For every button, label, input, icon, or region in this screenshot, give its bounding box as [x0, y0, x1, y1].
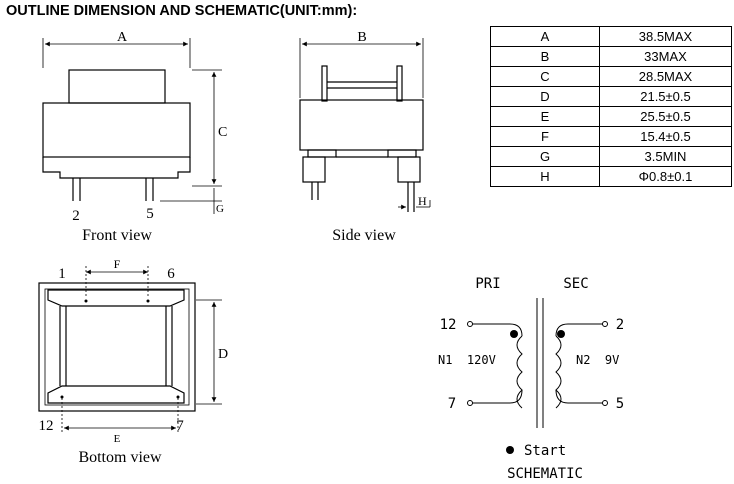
bottom-outer-frame: [38, 282, 196, 412]
side-bracket-left: [321, 65, 328, 102]
primary-pin-bottom-label: 7: [448, 396, 456, 412]
front-pin-label-right: 5: [146, 206, 154, 222]
dim-a-label: A: [117, 30, 128, 45]
side-base-right: [397, 156, 421, 183]
front-bobbin-top: [68, 69, 166, 104]
bottom-pin-7: [176, 395, 180, 399]
bottom-pin-1: [84, 299, 88, 303]
dim-g-label: G: [216, 203, 224, 215]
front-view: [42, 38, 222, 214]
secondary-terminal-bottom: [602, 400, 608, 406]
dim-d-label: D: [218, 347, 228, 362]
secondary-winding-label: N2 9V: [576, 353, 619, 367]
front-base: [42, 157, 191, 179]
dim-h-label: H: [418, 194, 427, 208]
dim-b-label: B: [357, 30, 366, 45]
start-legend-label: Start: [524, 443, 566, 459]
front-core: [42, 102, 191, 158]
secondary-pin-top-label: 2: [616, 317, 624, 333]
bottom-lower-band: [47, 385, 185, 404]
schematic-diagram: [467, 298, 608, 428]
dimension-value: 38.5MAX: [599, 26, 732, 47]
primary-label: PRI: [475, 276, 500, 292]
side-bracket-right: [396, 65, 403, 102]
primary-start-dot: [510, 330, 518, 338]
schematic-caption: SCHEMATIC: [507, 466, 583, 482]
bottom-top-band: [47, 289, 185, 307]
bottom-pin-label-7: 7: [176, 418, 184, 434]
bottom-view-caption: Bottom view: [78, 449, 162, 466]
secondary-label: SEC: [563, 276, 588, 292]
bottom-pin-label-1: 1: [58, 266, 66, 282]
primary-terminal-top: [467, 321, 473, 327]
bottom-pin-label-6: 6: [167, 266, 175, 282]
dim-e-label: E: [114, 433, 121, 445]
dim-f-label: F: [114, 257, 121, 271]
front-view-caption: Front view: [82, 227, 152, 244]
primary-pin-top-label: 12: [440, 317, 457, 333]
primary-coil: [516, 335, 523, 409]
side-core: [299, 99, 424, 151]
start-legend-dot: [506, 446, 514, 454]
dimension-value: 21.5±0.5: [599, 86, 732, 107]
primary-winding-label: N1 120V: [438, 353, 496, 367]
front-pin-label-left: 2: [72, 208, 80, 224]
side-view: [299, 38, 431, 212]
secondary-pin-bottom-label: 5: [616, 396, 624, 412]
bottom-pin-label-12: 12: [39, 418, 54, 434]
side-base-left: [302, 156, 326, 183]
bottom-pin-6: [146, 299, 150, 303]
primary-terminal-bottom: [467, 400, 473, 406]
bottom-pin-12: [60, 395, 64, 399]
secondary-terminal-top: [602, 321, 608, 327]
page-title: OUTLINE DIMENSION AND SCHEMATIC(UNIT:mm)…: [6, 3, 358, 19]
side-view-caption: Side view: [332, 227, 396, 244]
secondary-coil: [555, 335, 562, 409]
dim-c-label: C: [218, 125, 227, 140]
bottom-view: [38, 266, 222, 434]
dimension-value: Φ0.8±0.1: [599, 166, 732, 187]
secondary-start-dot: [557, 330, 565, 338]
